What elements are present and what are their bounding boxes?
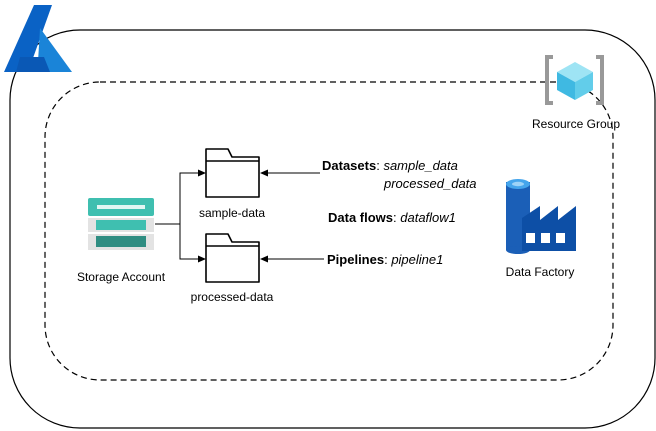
azure-boundary (9, 29, 656, 429)
datasets-annotation: Datasets: sample_data (322, 158, 458, 173)
datasets-value-2: processed_data (384, 176, 477, 191)
pipelines-annotation: Pipelines: pipeline1 (327, 252, 443, 267)
storage-to-folders-connector (155, 172, 200, 260)
azure-logo-icon (4, 5, 72, 72)
resource-group-icon (545, 55, 604, 105)
pipelines-key: Pipelines (327, 252, 385, 267)
storage-account-label: Storage Account (76, 270, 166, 284)
data-factory-label: Data Factory (505, 265, 575, 279)
arrowhead-datasets (260, 169, 268, 177)
dataflows-annotation: Data flows: dataflow1 (328, 210, 456, 225)
processed-folder-icon (205, 233, 260, 283)
dataflows-key: Data flows (328, 210, 394, 225)
processed-data-label: processed-data (190, 290, 274, 304)
dataflows-value: dataflow1 (400, 210, 456, 225)
storage-account-icon (88, 198, 154, 250)
datasets-annotation-line2: processed_data (384, 176, 477, 191)
arrowhead-sample (198, 169, 206, 177)
sample-data-label: sample-data (198, 206, 266, 220)
arrowhead-processed (198, 255, 206, 263)
datasets-sep: : (376, 158, 384, 173)
dataflows-sep: : (393, 210, 401, 225)
datasets-value-1: sample_data (383, 158, 458, 173)
datasets-key: Datasets (322, 158, 377, 173)
sample-folder-icon (205, 148, 260, 198)
data-factory-icon (506, 179, 576, 254)
pipelines-value: pipeline1 (391, 252, 444, 267)
resource-group-label: Resource Group (531, 117, 621, 131)
pipelines-sep: : (384, 252, 392, 267)
arrowhead-pipelines (260, 255, 268, 263)
